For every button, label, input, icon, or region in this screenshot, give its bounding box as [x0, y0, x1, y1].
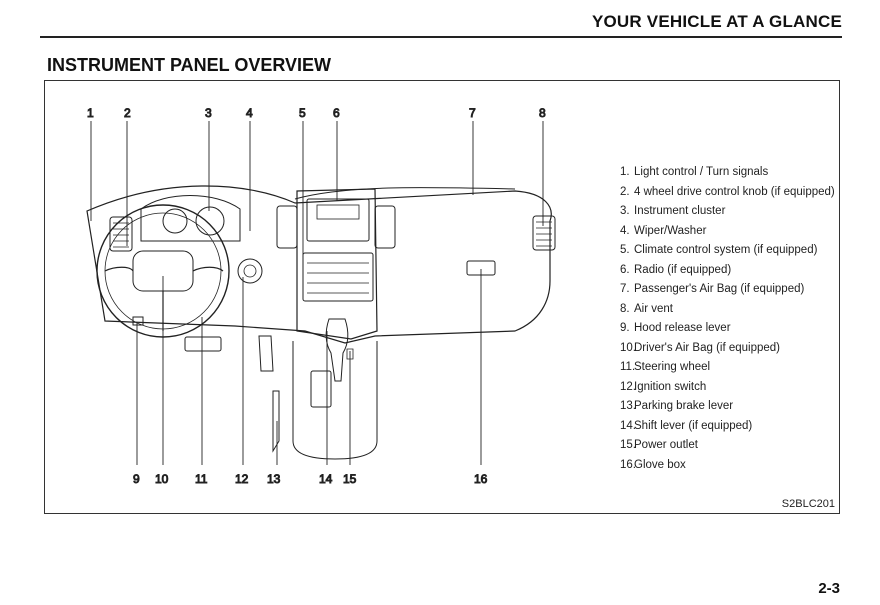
legend-item: 5.Climate control system (if equipped): [620, 244, 818, 256]
legend-item: 9.Hood release lever: [620, 322, 731, 334]
dash-top-edge: [294, 187, 516, 200]
callout-5: 5: [299, 106, 306, 120]
center-console: [292, 341, 378, 460]
instrument-cluster: [140, 195, 241, 242]
instrument-panel-drawing: 1 2 3 4 5 6 7 8 9 10 11 12 13 14 15 16: [86, 106, 556, 487]
power-outlet: [346, 348, 354, 360]
callout-10: 10: [155, 472, 169, 486]
callout-14: 14: [319, 472, 333, 486]
legend-item: 2.4 wheel drive control knob (if equippe…: [620, 185, 835, 198]
callout-16: 16: [474, 472, 488, 486]
dashboard-outline: [86, 185, 552, 344]
callout-15: 15: [343, 472, 357, 486]
callout-13: 13: [267, 472, 281, 486]
callout-3: 3: [205, 106, 212, 120]
cluster-gauge-left: [162, 208, 188, 234]
hood-release: [132, 316, 144, 326]
center-stack: [296, 188, 378, 340]
legend-item: 15.Power outlet: [620, 439, 698, 451]
left-air-vent: [109, 216, 133, 252]
shift-lever: [325, 318, 349, 382]
legend-item: 11.Steering wheel: [620, 361, 711, 373]
radio-unit: [306, 198, 370, 242]
callout-6: 6: [333, 106, 340, 120]
callout-12: 12: [235, 472, 249, 486]
parking-brake-lever: [272, 390, 280, 453]
legend-item: 10.Driver's Air Bag (if equipped): [620, 341, 781, 354]
shift-indicator: [310, 370, 332, 408]
page-title: INSTRUMENT PANEL OVERVIEW: [47, 55, 332, 75]
center-vent-right: [374, 205, 396, 249]
legend-item: 13.Parking brake lever: [620, 400, 734, 412]
right-air-vent: [532, 215, 556, 251]
figure-frame: 1 2 3 4 5 6 7 8 9 10 11 12 13 14 15 16 1…: [44, 80, 840, 514]
center-vent-left: [276, 205, 298, 249]
legend-list: 1.Light control / Turn signals 2.4 wheel…: [620, 165, 835, 477]
legend-item: 4.Wiper/Washer: [620, 224, 707, 237]
figure-code: S2BLC201: [781, 498, 835, 510]
cluster-gauge-right: [195, 206, 225, 236]
legend-item: 3.Instrument cluster: [620, 205, 726, 217]
callout-1: 1: [87, 106, 94, 120]
callout-9: 9: [133, 472, 140, 486]
callout-2: 2: [124, 106, 131, 120]
callout-8: 8: [539, 106, 546, 120]
accelerator-pedal: [258, 335, 274, 372]
ignition-switch: [237, 258, 263, 284]
callout-7: 7: [469, 106, 476, 120]
legend-item: 1.Light control / Turn signals: [620, 166, 769, 178]
climate-control-panel: [302, 252, 374, 302]
legend-item: 16.Glove box: [620, 458, 686, 471]
legend-item: 6.Radio (if equipped): [620, 263, 732, 276]
callout-11: 11: [195, 472, 208, 486]
legend-item: 8.Air vent: [620, 302, 673, 315]
legend-item: 7.Passenger's Air Bag (if equipped): [620, 283, 805, 295]
legend-item: 14.Shift lever (if equipped): [620, 419, 753, 432]
header-rule: [40, 36, 842, 38]
section-title: YOUR VEHICLE AT A GLANCE: [591, 12, 842, 31]
callout-4: 4: [246, 106, 253, 120]
brake-pedal: [184, 336, 222, 352]
legend-item: 12.Ignition switch: [620, 380, 707, 393]
page-number: 2-3: [818, 580, 840, 597]
